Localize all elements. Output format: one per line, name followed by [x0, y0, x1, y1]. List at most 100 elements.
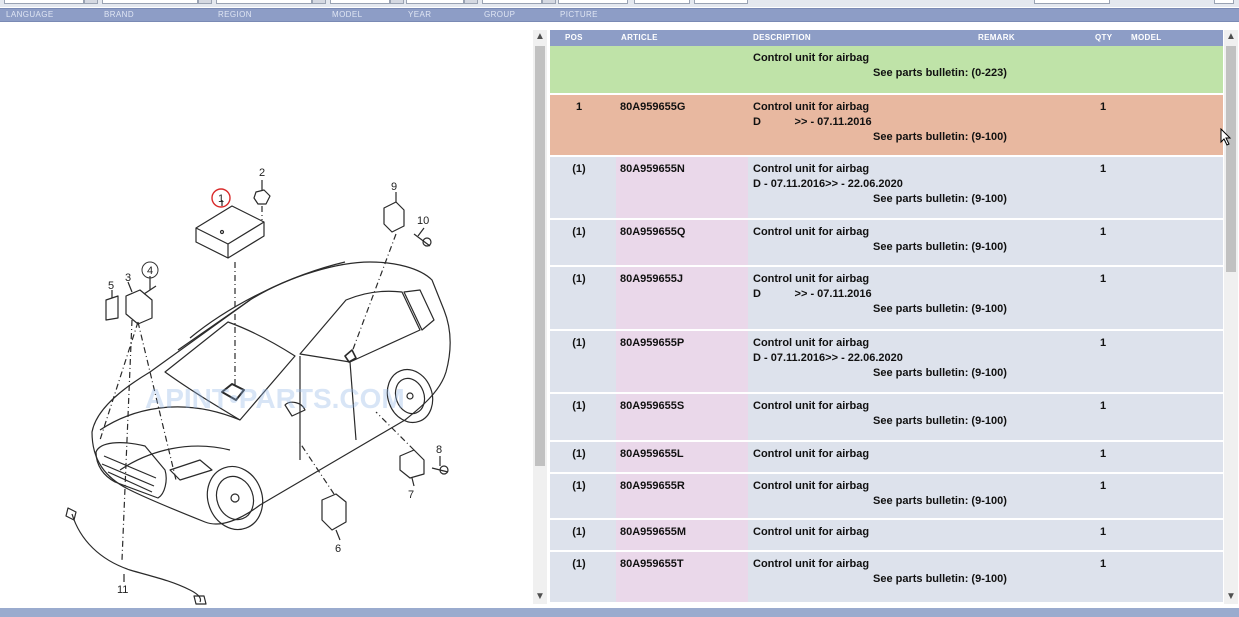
filter-toolbar [0, 0, 1239, 7]
parts-table: POS ARTICLE DESCRIPTION REMARK QTY MODEL… [550, 30, 1223, 604]
callout-11[interactable]: 11 [117, 584, 128, 596]
callout-6[interactable]: 6 [335, 543, 341, 555]
qty-cell: 1 [1100, 101, 1107, 113]
qty-cell: 1 [1100, 337, 1107, 349]
article-number[interactable]: 80A959655R [620, 480, 685, 492]
picture-select[interactable] [558, 0, 628, 4]
callout-10[interactable]: 10 [417, 215, 429, 227]
pos-cell: (1) [572, 558, 586, 570]
region-dropdown-button[interactable] [312, 0, 326, 4]
article-cell-bg [616, 157, 748, 218]
qty-cell: 1 [1100, 448, 1107, 460]
scroll-down-icon[interactable]: ▼ [1226, 591, 1236, 602]
year-dropdown-button[interactable] [464, 0, 478, 4]
scroll-up-icon[interactable]: ▲ [535, 31, 545, 42]
diagram-scrollbar[interactable]: ▲ ▼ [533, 30, 547, 604]
article-number[interactable]: 80A959655N [620, 163, 685, 175]
article-number[interactable]: 80A959655T [620, 558, 684, 570]
description-date-range: D - 07.11.2016>> - 22.06.2020 [753, 178, 903, 190]
col-pos-header[interactable]: POS [565, 33, 583, 42]
callout-1-highlight [211, 188, 231, 208]
article-number[interactable]: 80A959655J [620, 273, 684, 285]
toolbar-button[interactable] [1214, 0, 1234, 4]
table-scrollbar[interactable]: ▲ ▼ [1224, 30, 1238, 604]
article-number[interactable]: 80A959655L [620, 448, 684, 460]
article-cell-bg [616, 552, 748, 602]
description-text: Control unit for airbag [753, 273, 870, 285]
description-text: Control unit for airbag [753, 448, 870, 460]
year-select[interactable] [406, 0, 464, 4]
label-region: REGION [218, 10, 252, 19]
picture-nav-field-2[interactable] [694, 0, 748, 4]
group-dropdown-button[interactable] [542, 0, 556, 4]
scroll-up-icon[interactable]: ▲ [1226, 31, 1236, 42]
callout-1[interactable]: 1 [218, 193, 224, 205]
region-select[interactable] [216, 0, 312, 4]
col-model-header[interactable]: MODEL [1131, 33, 1162, 42]
parts-bulletin-link: See parts bulletin: (9-100) [873, 303, 1007, 315]
filter-labels-bar: LANGUAGE BRAND REGION MODEL YEAR GROUP P… [0, 8, 1239, 22]
article-number[interactable]: 80A959655P [620, 337, 685, 349]
table-row[interactable]: (1) 80A959655N Control unit for airbag D - … [550, 157, 1223, 218]
mouse-pointer-icon [1220, 128, 1232, 146]
callout-4[interactable]: 4 [147, 265, 153, 277]
callout-7[interactable]: 7 [408, 489, 414, 501]
qty-cell: 1 [1100, 273, 1107, 285]
callout-5[interactable]: 5 [108, 280, 114, 292]
col-qty-header[interactable]: QTY [1095, 33, 1113, 42]
article-cell-bg [616, 267, 748, 329]
qty-cell: 1 [1100, 400, 1107, 412]
scroll-down-icon[interactable]: ▼ [535, 591, 545, 602]
article-number[interactable]: 80A959655S [620, 400, 685, 412]
table-scroll-thumb[interactable] [1226, 46, 1236, 272]
table-row[interactable]: (1) 80A959655L Control unit for airbag 1 [550, 442, 1223, 472]
language-select[interactable] [4, 0, 84, 4]
parts-diagram[interactable]: APINT•PARTS.COM 1 2 3 4 5 6 7 8 9 10 11 [0, 26, 530, 610]
qty-cell: 1 [1100, 558, 1107, 570]
description-text: Control unit for airbag [753, 526, 870, 538]
picture-nav-field[interactable] [634, 0, 690, 4]
description-text: Control unit for airbag [753, 558, 870, 570]
article-cell-bg [616, 394, 748, 440]
description-text: Control unit for airbag [753, 101, 870, 113]
diagram-scroll-thumb[interactable] [535, 46, 545, 466]
brand-select[interactable] [102, 0, 198, 4]
article-cell-bg [616, 331, 748, 392]
callout-3[interactable]: 3 [125, 272, 131, 284]
parts-bulletin-link: See parts bulletin: (9-100) [873, 193, 1007, 205]
model-dropdown-button[interactable] [390, 0, 404, 4]
callout-2[interactable]: 2 [259, 167, 265, 179]
label-picture: PICTURE [560, 10, 598, 19]
table-header: POS ARTICLE DESCRIPTION REMARK QTY MODEL [550, 30, 1223, 46]
model-select[interactable] [330, 0, 390, 4]
callout-9[interactable]: 9 [391, 181, 397, 193]
article-number[interactable]: 80A959655M [620, 526, 687, 538]
pos-cell: (1) [572, 163, 586, 175]
description-text: Control unit for airbag [753, 163, 870, 175]
col-remark-header[interactable]: REMARK [978, 33, 1015, 42]
language-dropdown-button[interactable] [84, 0, 98, 4]
group-select[interactable] [482, 0, 542, 4]
description-text: Control unit for airbag [753, 400, 870, 412]
callout-8[interactable]: 8 [436, 444, 442, 456]
pos-cell: (1) [572, 448, 586, 460]
brand-dropdown-button[interactable] [198, 0, 212, 4]
pos-cell: (1) [572, 400, 586, 412]
article-number[interactable]: 80A959655Q [620, 226, 686, 238]
description-date-range: D >> - 07.11.2016 [753, 116, 872, 128]
col-article-header[interactable]: ARTICLE [621, 33, 658, 42]
table-row[interactable]: 1 80A959655G Control unit for airbag D >> -… [550, 95, 1223, 155]
description-date-range: D >> - 07.11.2016 [753, 288, 872, 300]
col-description-header[interactable]: DESCRIPTION [753, 33, 811, 42]
search-field[interactable] [1034, 0, 1110, 4]
description-text: Control unit for airbag [753, 480, 870, 492]
article-number[interactable]: 80A959655G [620, 101, 686, 113]
